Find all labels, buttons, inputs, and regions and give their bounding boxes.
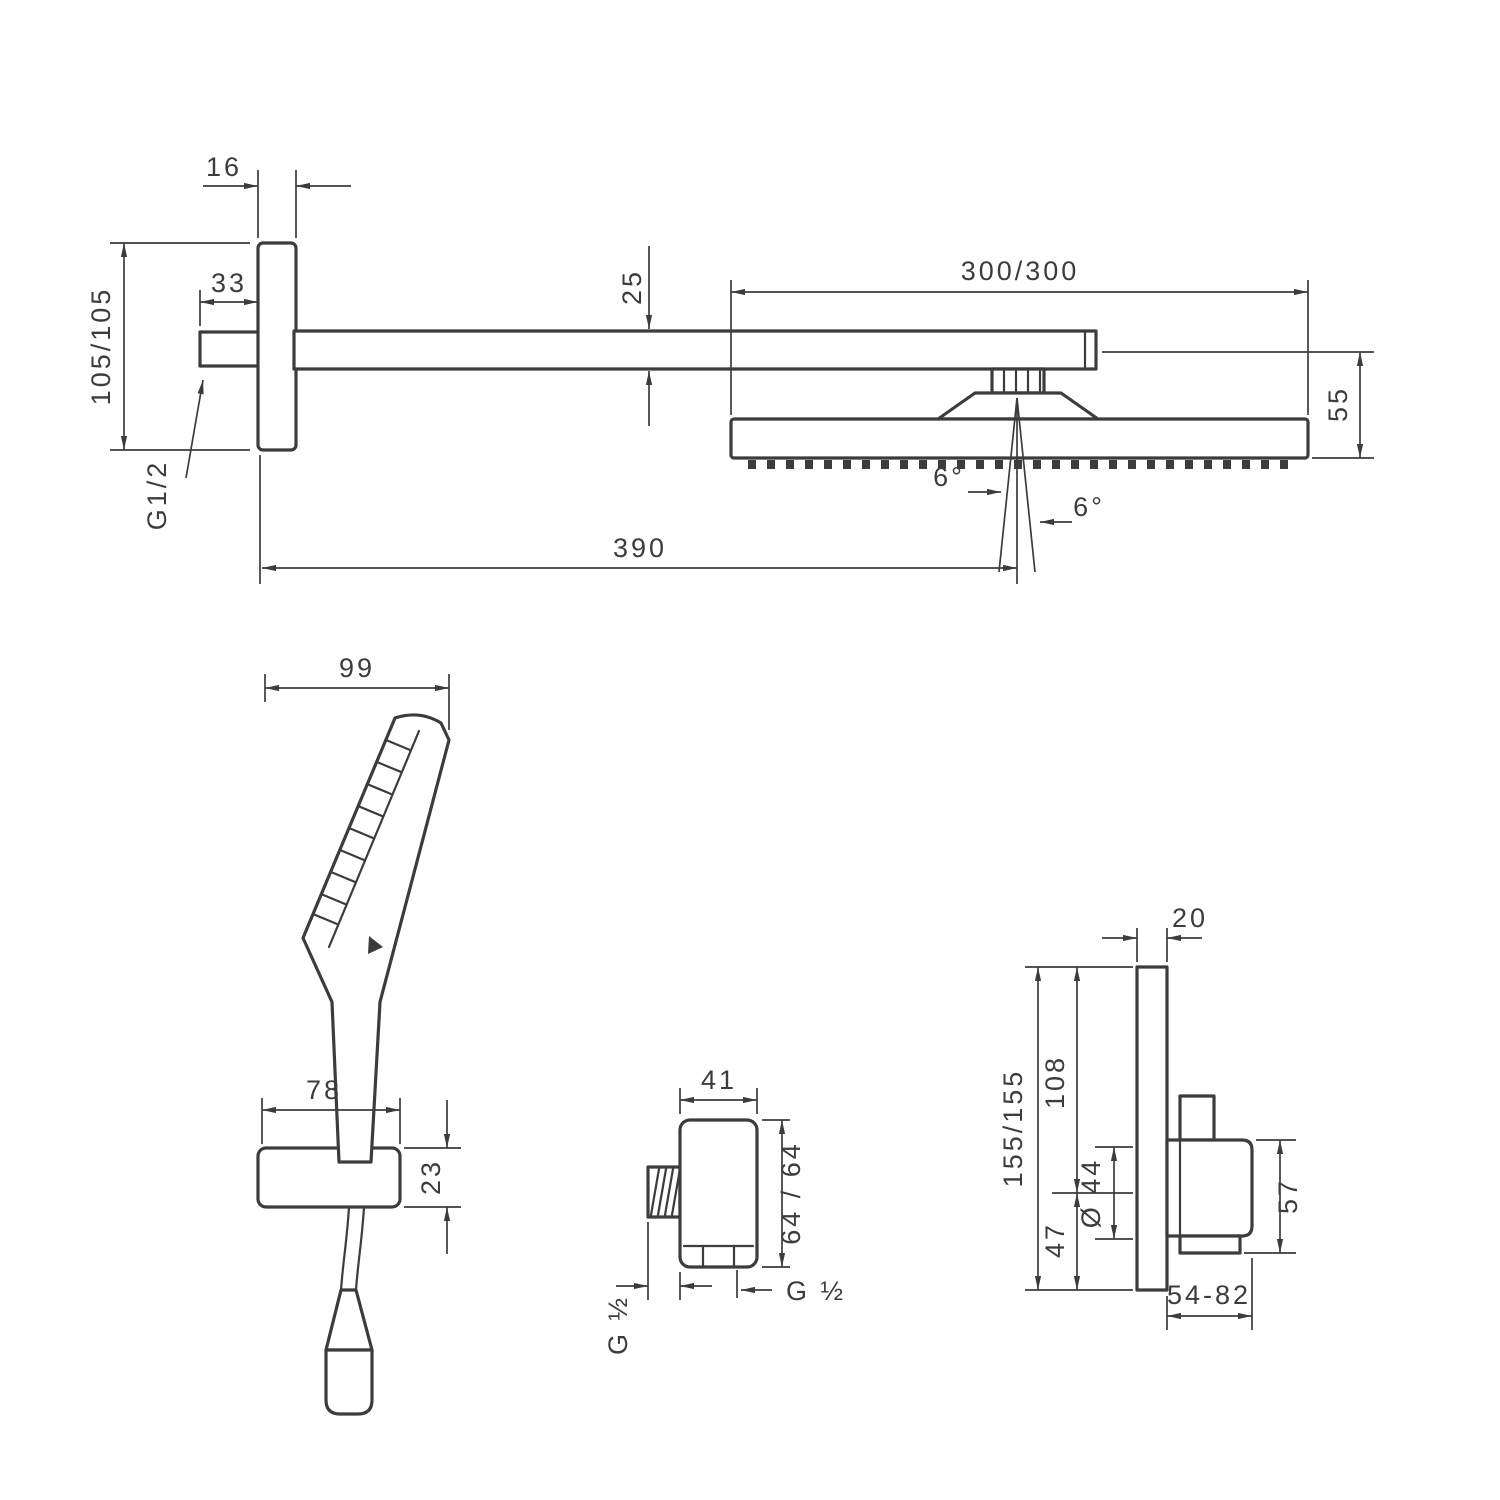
dim-label: 300/300 xyxy=(961,256,1080,286)
dim-label: 64 / 64 xyxy=(776,1141,806,1245)
thermostat-plate xyxy=(1135,965,1169,1292)
dim-label: 78 xyxy=(306,1075,342,1105)
thermostat-view: 20 155/155 108 47 Ø 44 57 xyxy=(998,903,1303,1330)
wall-outlet-view: 41 64 / 64 G ½ G ½ xyxy=(603,1065,846,1355)
dim-label: 55 xyxy=(1323,386,1353,422)
select-button xyxy=(368,936,383,954)
hatch-line xyxy=(338,848,366,862)
angle-line xyxy=(998,397,1018,573)
thermostat-pipe xyxy=(1178,1094,1216,1142)
angle-line xyxy=(1016,397,1036,573)
hose-cone xyxy=(324,1288,374,1352)
dim-handshower-length: 99 xyxy=(264,653,450,730)
joint-collar-hatch xyxy=(1002,369,1042,393)
dim-handle-height: 57 xyxy=(1244,1139,1303,1254)
thread-callout-bottom: G ½ xyxy=(736,1270,846,1306)
hatch-line xyxy=(311,912,339,926)
thread-callout-left: G ½ xyxy=(603,1222,712,1355)
dim-outlet-width: 41 xyxy=(679,1065,758,1114)
hose-fitting xyxy=(324,1348,374,1416)
dim-tilt-angles: 6° 6° xyxy=(933,397,1105,573)
dim-inlet-offset: 33 xyxy=(199,268,258,326)
dim-label: 99 xyxy=(339,653,375,683)
hand-shower xyxy=(301,713,451,1164)
spray-face-hatch xyxy=(311,738,412,926)
thread-line xyxy=(656,1167,668,1217)
thread-label: G ½ xyxy=(603,1295,633,1355)
dim-label: 108 xyxy=(1040,1055,1070,1109)
dim-head-height: 55 xyxy=(1102,351,1374,459)
thread-line xyxy=(649,1167,661,1217)
dim-label: 20 xyxy=(1172,903,1208,933)
dim-thermostat-plate-thickness: 20 xyxy=(1102,903,1208,962)
dim-label: Ø 44 xyxy=(1076,1158,1106,1229)
shower-arm xyxy=(292,329,1098,371)
dim-label: 54-82 xyxy=(1167,1280,1251,1310)
tilt-label-left: 6° xyxy=(933,462,965,492)
dim-holder-depth: 78 xyxy=(261,1075,401,1144)
dim-label: 390 xyxy=(613,533,667,563)
thread-line xyxy=(663,1167,675,1217)
dim-label: 25 xyxy=(617,269,647,305)
supply-pipe xyxy=(198,330,264,368)
dim-handle-diameter: Ø 44 xyxy=(1076,1146,1133,1240)
hatch-line xyxy=(356,804,384,818)
dim-holder-height: 23 xyxy=(404,1100,461,1254)
leader-line xyxy=(185,379,204,479)
dim-label: 41 xyxy=(701,1065,737,1095)
tilt-label-right: 6° xyxy=(1073,492,1105,522)
hatch-line xyxy=(384,738,412,752)
shower-hose xyxy=(354,1205,366,1292)
dim-label: 57 xyxy=(1273,1178,1303,1214)
dim-label: 155/155 xyxy=(998,1069,1028,1188)
joint-collar xyxy=(990,367,1046,395)
dim-projection: 390 xyxy=(259,398,1018,584)
dim-outlet-height: 64 / 64 xyxy=(762,1119,806,1268)
dim-label: 23 xyxy=(416,1159,446,1195)
dim-plate-thickness: 16 xyxy=(203,152,351,238)
handle-base-step xyxy=(1178,1234,1242,1255)
outlet-body xyxy=(678,1118,759,1269)
hatch-line xyxy=(319,892,347,906)
shower-holder xyxy=(256,1146,402,1209)
hatch-line xyxy=(365,782,393,796)
dim-label: 47 xyxy=(1040,1222,1070,1258)
thread-label: G ½ xyxy=(786,1276,846,1306)
hatch-line xyxy=(329,870,357,884)
thread-label: G1/2 xyxy=(142,460,172,531)
overhead-shower-view: 16 33 105/105 G1/2 25 xyxy=(86,152,1374,584)
hatch-line xyxy=(347,826,375,840)
dim-label: 16 xyxy=(206,152,242,182)
dim-depth-range: 54-82 xyxy=(1166,1258,1253,1330)
thread-callout: G1/2 xyxy=(142,379,204,531)
dim-label: 33 xyxy=(211,268,247,298)
thermostat-handle xyxy=(1165,1138,1254,1238)
dim-head-size: 300/300 xyxy=(730,256,1309,415)
hatch-line xyxy=(375,760,403,774)
handshower-view: 99 78 23 xyxy=(256,653,461,1416)
shower-hose xyxy=(339,1205,351,1292)
wall-plate xyxy=(256,241,298,452)
spray-face-edge xyxy=(327,729,421,949)
dim-handle-center: 108 47 xyxy=(1040,967,1133,1290)
dim-plate-size: 105/105 xyxy=(86,242,250,451)
dim-label: 105/105 xyxy=(86,287,116,406)
dim-arm-height: 25 xyxy=(617,246,653,426)
